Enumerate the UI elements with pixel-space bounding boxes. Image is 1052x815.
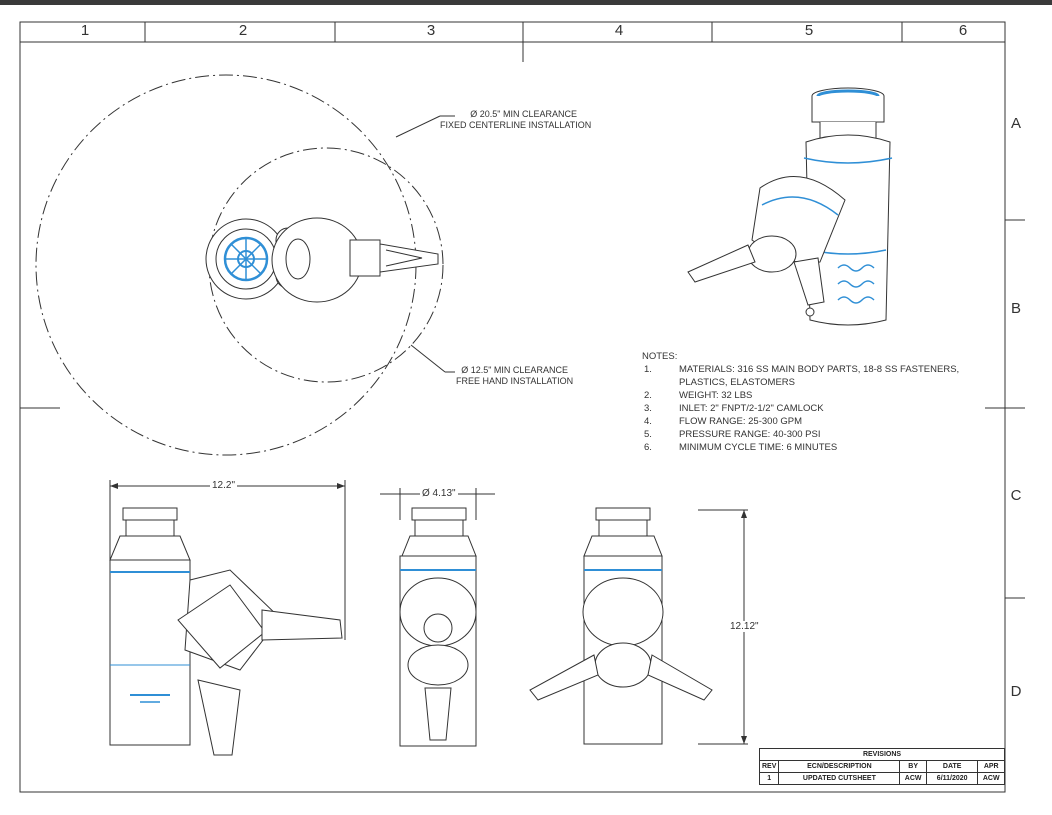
outer-clearance-callout: Ø 20.5" MIN CLEARANCE FIXED CENTERLINE I… <box>440 109 591 131</box>
note-text: INLET: 2" FNPT/2-1/2" CAMLOCK <box>679 403 824 414</box>
outer-clearance-line1: Ø 20.5" MIN CLEARANCE <box>470 109 577 119</box>
zone-row-d: D <box>1010 683 1022 700</box>
notes-block: NOTES: 1. MATERIALS: 316 SS MAIN BODY PA… <box>642 350 959 454</box>
front-view <box>380 488 495 747</box>
zone-column-1: 1 <box>80 22 90 39</box>
note-number: 3. <box>644 403 652 414</box>
inner-clearance-callout: Ø 12.5" MIN CLEARANCE FREE HAND INSTALLA… <box>456 365 573 387</box>
rear-view <box>529 507 748 745</box>
table-row: 1 UPDATED CUTSHEET ACW 6/11/2020 ACW <box>758 772 1005 785</box>
revisions-title: REVISIONS <box>759 748 1005 761</box>
revisions-cell: 6/11/2020 <box>925 772 979 785</box>
clearance-top-view <box>35 74 455 456</box>
zone-row-a: A <box>1010 115 1021 132</box>
revisions-header: REV <box>758 760 780 773</box>
viewer-top-bar <box>0 0 1052 5</box>
revisions-table: REVISIONS REV ECN/DESCRIPTION BY DATE AP… <box>758 748 1005 785</box>
note-text: PRESSURE RANGE: 40-300 PSI <box>679 429 821 440</box>
zone-column-6: 6 <box>958 22 968 39</box>
side-view <box>109 480 346 756</box>
note-number: 1. <box>644 364 652 375</box>
revisions-header: APR <box>977 760 1005 773</box>
height-dimension: 12.12" <box>728 621 761 632</box>
diameter-dimension: Ø 4.13" <box>420 488 458 499</box>
zone-row-c: C <box>1010 487 1022 504</box>
width-dimension: 12.2" <box>210 480 238 491</box>
note-text: FLOW RANGE: 25-300 GPM <box>679 416 803 427</box>
zone-column-5: 5 <box>804 22 814 39</box>
note-number: 4. <box>644 416 652 427</box>
revisions-cell: ACW <box>899 772 927 785</box>
zone-row-b: B <box>1010 300 1021 317</box>
zone-column-2: 2 <box>238 22 248 39</box>
revisions-cell: ACW <box>977 772 1005 785</box>
note-number: 5. <box>644 429 652 440</box>
revisions-header: BY <box>899 760 927 773</box>
revisions-header: DATE <box>925 760 979 773</box>
isometric-view <box>687 87 893 326</box>
note-number: 2. <box>644 390 652 401</box>
revisions-header-row: REV ECN/DESCRIPTION BY DATE APR <box>758 760 1005 773</box>
zone-column-4: 4 <box>614 22 624 39</box>
note-number: 6. <box>644 442 652 453</box>
sheet-border <box>19 21 1006 793</box>
notes-heading: NOTES: <box>642 351 678 362</box>
revisions-cell: UPDATED CUTSHEET <box>778 772 901 785</box>
revisions-cell: 1 <box>758 772 780 785</box>
note-text: WEIGHT: 32 LBS <box>679 390 753 401</box>
outer-clearance-line2: FIXED CENTERLINE INSTALLATION <box>440 120 592 130</box>
zone-column-3: 3 <box>426 22 436 39</box>
note-text: MINIMUM CYCLE TIME: 6 MINUTES <box>679 442 838 453</box>
note-text-continued: PLASTICS, ELASTOMERS <box>679 377 795 388</box>
inner-clearance-line1: Ø 12.5" MIN CLEARANCE <box>461 365 568 375</box>
note-text: MATERIALS: 316 SS MAIN BODY PARTS, 18-8 … <box>679 364 960 375</box>
revisions-header: ECN/DESCRIPTION <box>778 760 901 773</box>
inner-clearance-line2: FREE HAND INSTALLATION <box>456 376 574 386</box>
